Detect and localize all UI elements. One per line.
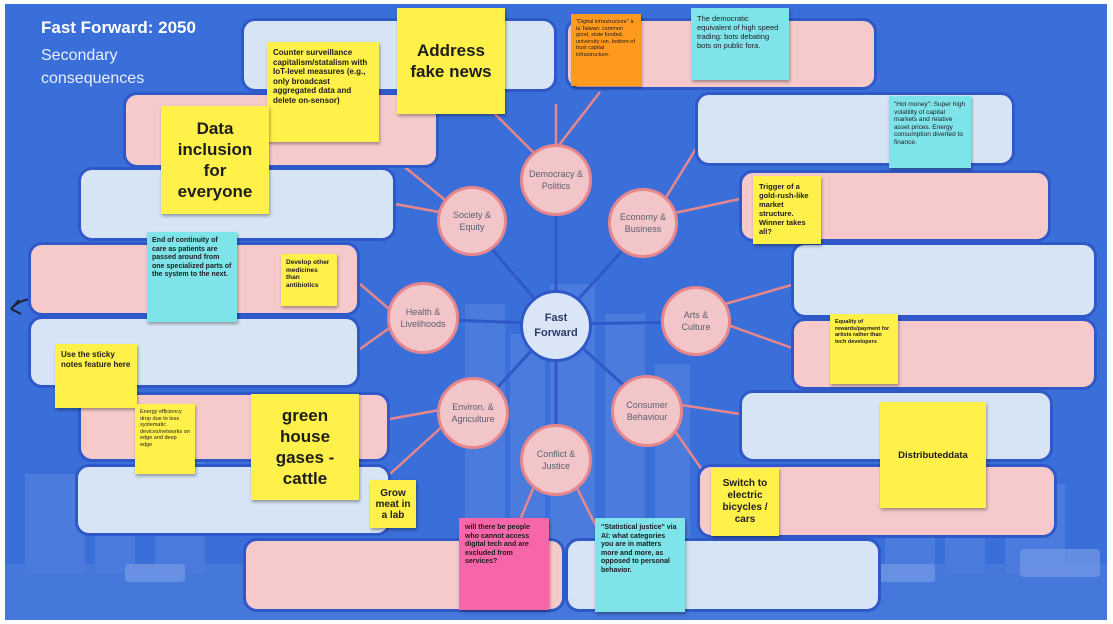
node-economy-business[interactable]: Economy & Business [608, 188, 678, 258]
sticky-note[interactable]: "Statistical justice" via AI: what categ… [595, 518, 685, 612]
node-conflict-justice[interactable]: Conflict & Justice [520, 424, 592, 496]
whiteboard-canvas[interactable]: Fast Forward: 2050 Secondary consequence… [5, 4, 1107, 620]
node-consumer-behaviour[interactable]: Consumer Behaviour [611, 375, 683, 447]
sticky-note[interactable]: Energy efficiency drop due to less syste… [135, 404, 195, 474]
sticky-note[interactable]: Distributeddata [880, 402, 986, 508]
sticky-note[interactable]: Trigger of a gold-rush-like market struc… [753, 176, 821, 244]
node-democracy-politics[interactable]: Democracy & Politics [520, 144, 592, 216]
sticky-note[interactable]: Develop other medicines than antibiotics [281, 254, 337, 306]
node-environ-agriculture[interactable]: Environ. & Agriculture [437, 377, 509, 449]
sticky-note[interactable]: The democratic equivalent of high speed … [691, 8, 789, 80]
sticky-note[interactable]: Equality of rewards/payment for artists … [830, 314, 898, 384]
sticky-note[interactable]: "Digital infrastructure" à la Taiwan: co… [571, 14, 641, 86]
board-subtitle: Secondary consequences [41, 47, 145, 87]
sticky-note[interactable]: Counter surveillance capitalism/statalis… [267, 42, 379, 142]
node-health-livelihoods[interactable]: Health & Livelihoods [387, 282, 459, 354]
node-arts-culture[interactable]: Arts & Culture [661, 286, 731, 356]
sticky-note[interactable]: Grow meat in a lab [370, 480, 416, 528]
sticky-note[interactable]: Use the sticky notes feature here [55, 344, 137, 408]
sticky-note[interactable]: End of continuity of care as patients ar… [147, 232, 237, 322]
sticky-note[interactable]: Switch to electric bicycles / cars [711, 468, 779, 536]
sticky-note[interactable]: Data inclusion for everyone [161, 106, 269, 214]
idea-card[interactable] [791, 242, 1097, 318]
hub-fast-forward[interactable]: Fast Forward [520, 290, 592, 362]
node-society-equity[interactable]: Society & Equity [437, 186, 507, 256]
sticky-note[interactable]: Address fake news [397, 8, 505, 114]
sticky-note[interactable]: green house gases - cattle [251, 394, 359, 500]
sticky-note[interactable]: "Hot money": Super high volatility of ca… [889, 96, 971, 168]
board-title: Fast Forward: 2050 [41, 18, 196, 37]
sticky-note[interactable]: will there be people who cannot access d… [459, 518, 549, 610]
